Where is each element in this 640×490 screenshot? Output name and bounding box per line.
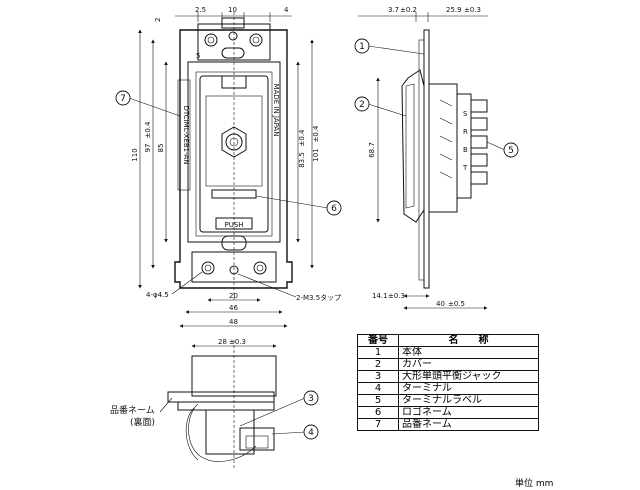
table-row: 7 品番ネーム: [357, 418, 539, 431]
header-name: 名 称: [398, 334, 539, 347]
table-row: 6 ロゴネーム: [357, 406, 539, 419]
dim-left-97-tol: ±0.4: [144, 121, 152, 139]
dim-bottom-holes: 4-φ4.5: [146, 291, 169, 299]
dim-right-101-tol: ±0.4: [312, 125, 320, 143]
table-row: 3 大形単頭平衡ジャック: [357, 370, 539, 383]
row-no: 2: [357, 358, 399, 371]
bottom-dim-28-tol: ±0.3: [229, 338, 246, 346]
dim-right-101: 101: [312, 148, 320, 161]
row-name: ロゴネーム: [398, 406, 539, 419]
bottom-label-line2: (裏面): [130, 416, 155, 428]
terminal-label-s: S: [463, 110, 468, 118]
row-no: 7: [357, 418, 399, 431]
callout-4: 4: [308, 428, 314, 438]
table-row: 2 カバー: [357, 358, 539, 371]
dim-top-4: 2: [154, 18, 162, 22]
dim-small: 5: [196, 52, 200, 60]
made-in-text: MADE IN JAPAN: [272, 84, 280, 137]
name-plate-text: DTCIML-XEB1-AN: [182, 105, 190, 164]
row-no: 1: [357, 346, 399, 359]
callout-1: 1: [359, 42, 365, 52]
dim-bottom-20: 20: [229, 292, 238, 300]
parts-table-header: 番号 名 称: [357, 334, 539, 347]
terminal-label-r: R: [463, 128, 468, 136]
unit-label: 単位 mm: [515, 479, 554, 489]
side-dim-68-7: 68.7: [368, 142, 376, 158]
terminal-label-b: B: [463, 146, 468, 154]
dim-bottom-48: 48: [229, 318, 238, 326]
side-dim-14-1: 14.1: [372, 292, 388, 300]
side-dim-14-1-tol: ±0.3: [388, 292, 405, 300]
side-view: 3.7 ±0.2 25.9 ±0.3 S R B T 68.7: [358, 6, 488, 310]
side-dim-25-9: 25.9: [446, 6, 462, 14]
callout-5: 5: [508, 146, 514, 156]
row-name: 本体: [398, 346, 539, 359]
side-dim-40: 40: [436, 300, 445, 308]
callout-3: 3: [308, 394, 314, 404]
dim-bottom-tap: 2-M3.5タップ: [296, 293, 341, 302]
terminal-label-t: T: [462, 164, 468, 172]
dim-left-110: 110: [131, 148, 139, 161]
row-name: 大形単頭平衡ジャック: [398, 370, 539, 383]
front-view: PUSH DTCIML-XEB1-AN MADE IN JAPAN 2.5 10…: [131, 6, 341, 328]
dim-left-97: 97: [144, 144, 152, 153]
table-row: 4 ターミナル: [357, 382, 539, 395]
row-name: 品番ネーム: [398, 418, 539, 431]
row-no: 5: [357, 394, 399, 407]
parts-table: 番号 名 称 1 本体 2 カバー 3 大形単頭平衡ジャック 4 ターミナル 5…: [357, 334, 539, 431]
dim-top-2: 10: [228, 6, 237, 14]
side-dim-25-9-tol: ±0.3: [464, 6, 481, 14]
table-row: 5 ターミナルラベル: [357, 394, 539, 407]
dim-top-3: 4: [284, 6, 289, 14]
callouts: 1 2 3 4 5 6 7: [115, 38, 519, 440]
bottom-label-line1: 品番ネーム: [110, 404, 155, 416]
bottom-dim-28: 28: [218, 338, 227, 346]
table-row: 1 本体: [357, 346, 539, 359]
row-name: ターミナルラベル: [398, 394, 539, 407]
row-no: 3: [357, 370, 399, 383]
callout-6: 6: [331, 204, 337, 214]
side-dim-3-7-tol: ±0.2: [400, 6, 417, 14]
dim-bottom-46: 46: [229, 304, 238, 312]
terminals: S R B T: [439, 99, 488, 185]
dim-right-83-tol: ±0.4: [298, 129, 306, 147]
dim-left-85: 85: [157, 144, 165, 153]
side-dim-40-tol: ±0.5: [448, 300, 465, 308]
callout-2: 2: [359, 100, 365, 110]
header-no: 番号: [357, 334, 399, 347]
bottom-view: 28 ±0.3 品番ネーム (裏面): [110, 338, 277, 470]
side-dim-3-7: 3.7: [388, 6, 399, 14]
row-no: 6: [357, 406, 399, 419]
row-name: カバー: [398, 358, 539, 371]
callout-7: 7: [120, 94, 126, 104]
dim-top-1: 2.5: [195, 6, 206, 14]
row-name: ターミナル: [398, 382, 539, 395]
dim-right-83: 83.5: [298, 152, 306, 168]
row-no: 4: [357, 382, 399, 395]
